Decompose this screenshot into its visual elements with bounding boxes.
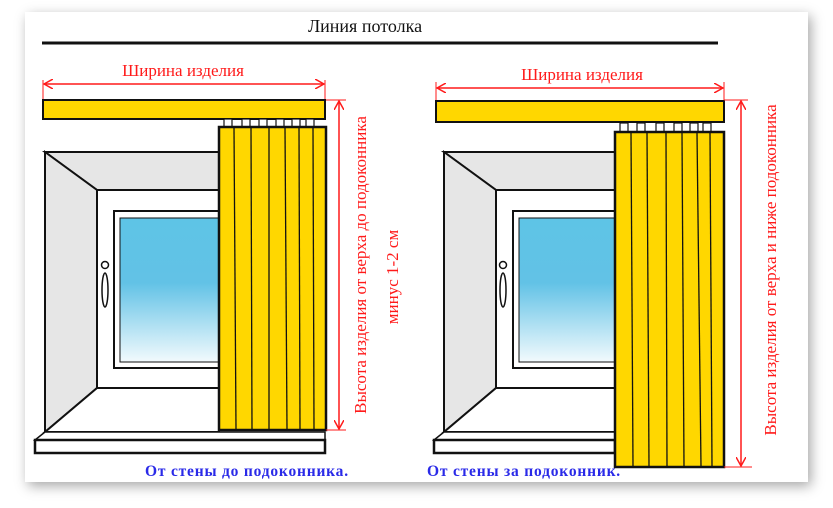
- handle-icon: [100, 260, 110, 270]
- glass: [119, 217, 220, 363]
- ceiling-line-label: Линия потолка: [308, 16, 422, 36]
- blind-slat-lines: [233, 127, 315, 430]
- right-caption: От стены за подоконник.: [427, 463, 621, 480]
- right-window: [431, 150, 617, 455]
- left-height-note: минус 1-2 см: [383, 230, 402, 325]
- window-side-reveal: [443, 150, 497, 435]
- blind-hooks: [619, 122, 712, 133]
- blind-slat-lines: [630, 132, 713, 467]
- handle-grip: [101, 272, 109, 308]
- blind-body: [217, 125, 328, 432]
- left-scheme: Ширина изделия: [32, 61, 402, 480]
- glass: [518, 217, 616, 363]
- right-vertical-blind: [613, 122, 726, 469]
- left-width-label: Ширина изделия: [122, 61, 244, 80]
- window-side-reveal: [44, 150, 98, 435]
- left-vertical-blind: [217, 118, 328, 432]
- left-cornice: [42, 99, 326, 120]
- left-height-label: Высота изделия от верха до подоконника: [351, 116, 370, 414]
- handle-grip: [499, 272, 507, 308]
- left-caption: От стены до подоконника.: [145, 463, 349, 480]
- right-scheme: Ширина изделия: [427, 65, 780, 480]
- windowsill: [432, 438, 617, 455]
- right-width-label: Ширина изделия: [521, 65, 643, 84]
- right-height-label: Высота изделия от верха и ниже подоконни…: [761, 104, 780, 436]
- windowsill: [33, 438, 327, 455]
- handle-icon: [498, 260, 508, 270]
- right-cornice: [435, 100, 725, 123]
